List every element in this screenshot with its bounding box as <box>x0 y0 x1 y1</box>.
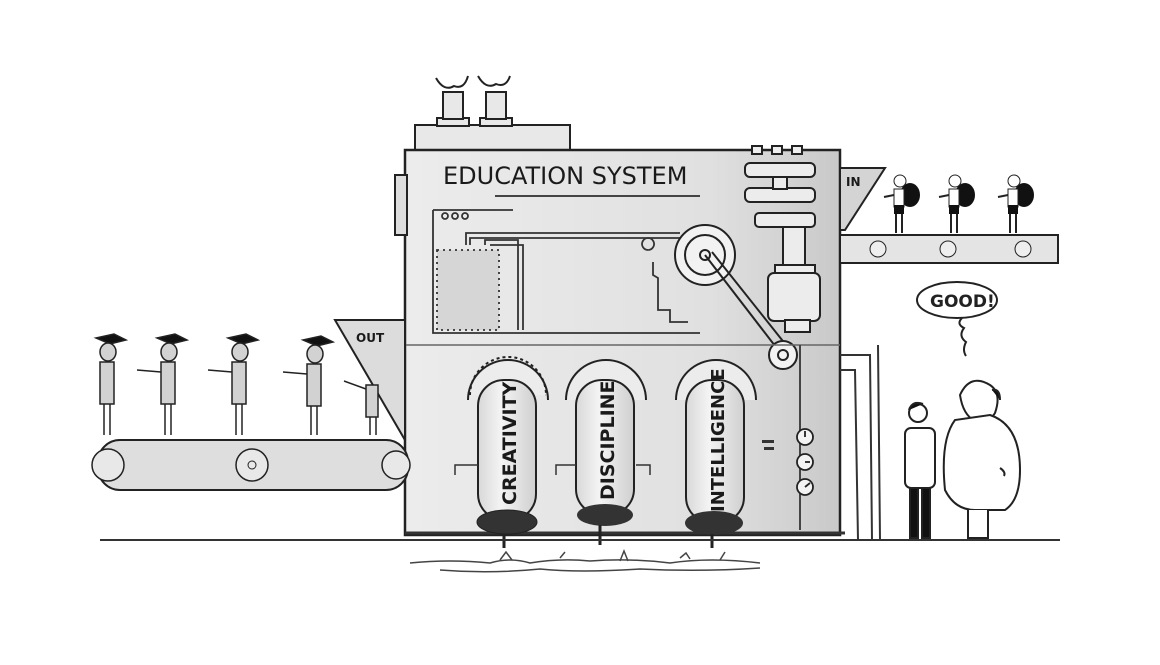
kid <box>883 174 920 233</box>
graduate <box>343 380 379 435</box>
pipe-label-creativity: CREATIVITY <box>499 381 521 505</box>
machine-title: EDUCATION SYSTEM <box>443 162 687 190</box>
education-machine: EDUCATION SYSTEM <box>394 145 881 541</box>
gauges <box>796 428 814 496</box>
piston <box>744 162 821 333</box>
kid <box>997 174 1034 233</box>
chimneys <box>414 75 571 154</box>
pipe-label-discipline: DISCIPLINE <box>597 380 619 500</box>
pipe-label-intelligence: INTELLIGENCE <box>708 368 729 512</box>
pipe-discipline: DISCIPLINE <box>565 359 647 545</box>
kid <box>938 174 975 233</box>
pulley-wheel <box>674 224 798 370</box>
graduates <box>93 333 379 435</box>
graduate <box>207 333 261 435</box>
input-conveyor: IN <box>839 167 1059 264</box>
graduate <box>282 335 336 435</box>
speech-bubble: GOOD! <box>916 281 998 357</box>
pipe-intelligence: INTELLIGENCE <box>675 359 757 548</box>
graduate <box>136 333 190 435</box>
graduate <box>93 333 129 435</box>
observer-adult <box>942 379 1022 539</box>
spilled-debris <box>409 548 761 573</box>
output-conveyor: OUT <box>91 319 411 491</box>
pipe-creativity: CREATIVITY <box>467 356 549 548</box>
input-sign: IN <box>846 175 861 189</box>
speech-text: GOOD! <box>930 292 995 312</box>
output-pipes: CREATIVITY DISCIPLINE INTELLIGENCE <box>454 356 757 548</box>
input-kids <box>883 174 1034 233</box>
output-sign: OUT <box>356 331 385 345</box>
observer-child <box>904 401 936 539</box>
